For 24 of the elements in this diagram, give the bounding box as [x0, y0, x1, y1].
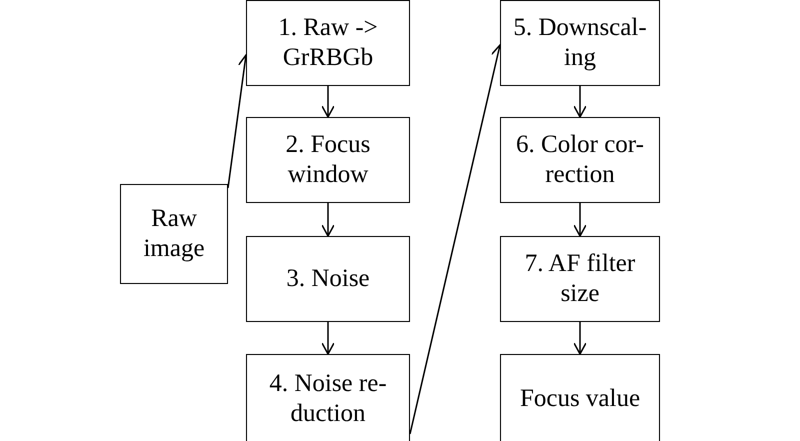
- process-box: [500, 236, 660, 322]
- arrow: [321, 322, 335, 355]
- arrow: [573, 203, 587, 237]
- box-label: Focus value: [520, 384, 640, 414]
- arrow: [321, 86, 335, 118]
- box-label: 5. Downscal-ing: [512, 13, 648, 73]
- box-label: Raw image: [142, 204, 206, 264]
- process-box: [500, 117, 660, 203]
- process-box: [246, 117, 410, 203]
- arrow: [573, 86, 587, 118]
- box-label: 7. AF filter size: [524, 249, 636, 309]
- process-box: [500, 0, 660, 86]
- process-box: [120, 184, 228, 284]
- process-box: [500, 354, 660, 441]
- box-label: 4. Noise re-duction: [268, 369, 388, 429]
- process-box: [246, 0, 410, 86]
- arrow: [573, 322, 587, 355]
- process-box: [246, 236, 410, 322]
- box-label: 6. Color cor-rection: [515, 130, 645, 190]
- process-box: [246, 354, 410, 441]
- arrow: [321, 203, 335, 237]
- box-label: 3. Noise: [286, 264, 370, 294]
- box-label: 2. Focus window: [284, 130, 372, 190]
- box-label: 1. Raw -> GrRBGb: [277, 13, 379, 73]
